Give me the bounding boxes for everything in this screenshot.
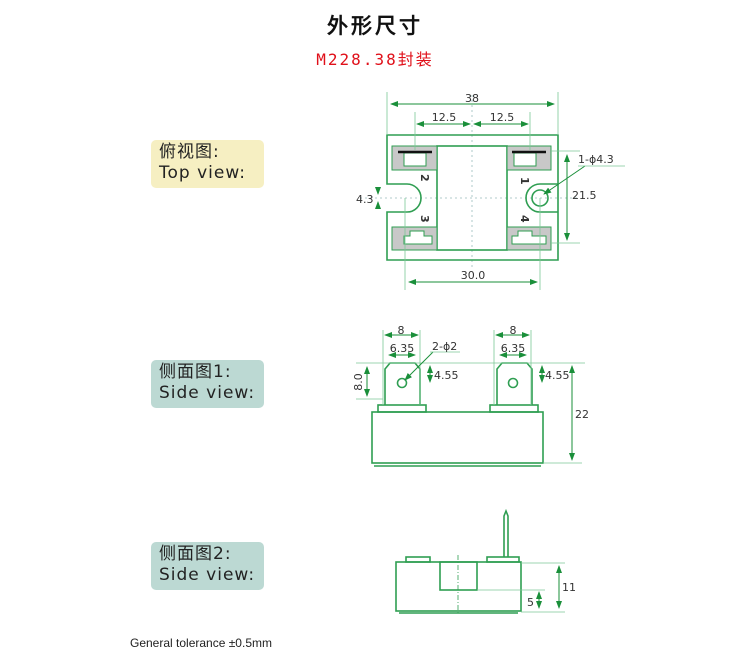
side-view2-label: 侧面图2:Side view: bbox=[151, 542, 264, 590]
page-title: 外形尺寸 bbox=[327, 14, 423, 38]
dim-height: 21.5 bbox=[572, 189, 597, 202]
dim-tab-w-left: 8 bbox=[398, 324, 405, 337]
label-cn: 侧面图2: bbox=[159, 544, 232, 564]
dim-tab-h: 8.0 bbox=[352, 373, 365, 391]
dim-hole-spacing: 30.0 bbox=[461, 269, 486, 282]
dim-holes: 2-ϕ2 bbox=[432, 340, 457, 353]
pin-4: 4 bbox=[518, 215, 531, 223]
dim-tab-w-right: 8 bbox=[510, 324, 517, 337]
side-view1-label: 侧面图1:Side view: bbox=[151, 360, 264, 408]
side-view2-drawing: 11 5 bbox=[395, 508, 576, 615]
tolerance-note: General tolerance ±0.5mm bbox=[130, 636, 272, 650]
label-en: Side view: bbox=[159, 565, 256, 585]
label-en: Top view: bbox=[159, 163, 247, 183]
top-view-drawing: 38 12.5 12.5 30.0 21.5 1-ϕ4.3 4.3 1 2 3 … bbox=[356, 92, 625, 290]
dim-slot: 4.3 bbox=[356, 193, 374, 206]
label-cn: 俯视图: bbox=[159, 142, 220, 162]
dim-step-h: 5 bbox=[527, 596, 534, 609]
dim-tab-inner-right: 6.35 bbox=[501, 342, 526, 355]
label-en: Side view: bbox=[159, 383, 256, 403]
package-subtitle: M228.38封装 bbox=[316, 50, 434, 69]
pin-2: 2 bbox=[418, 174, 431, 182]
dim-total-h: 22 bbox=[575, 408, 589, 421]
pin-1: 1 bbox=[518, 177, 531, 185]
side-view1-drawing: 8 8 6.35 6.35 2-ϕ2 8.0 4.55 4.55 22 bbox=[352, 324, 589, 467]
top-view-label: 俯视图:Top view: bbox=[151, 140, 264, 188]
dim-body-h: 11 bbox=[562, 581, 576, 594]
dim-half-left: 12.5 bbox=[432, 111, 457, 124]
dim-hole-pos-right: 4.55 bbox=[545, 369, 570, 382]
dim-half-right: 12.5 bbox=[490, 111, 515, 124]
dim-width: 38 bbox=[465, 92, 479, 105]
dim-tab-inner-left: 6.35 bbox=[390, 342, 415, 355]
dim-hole: 1-ϕ4.3 bbox=[578, 153, 614, 166]
pin-3: 3 bbox=[418, 215, 431, 223]
label-cn: 侧面图1: bbox=[159, 362, 232, 382]
dim-hole-pos-left: 4.55 bbox=[434, 369, 459, 382]
